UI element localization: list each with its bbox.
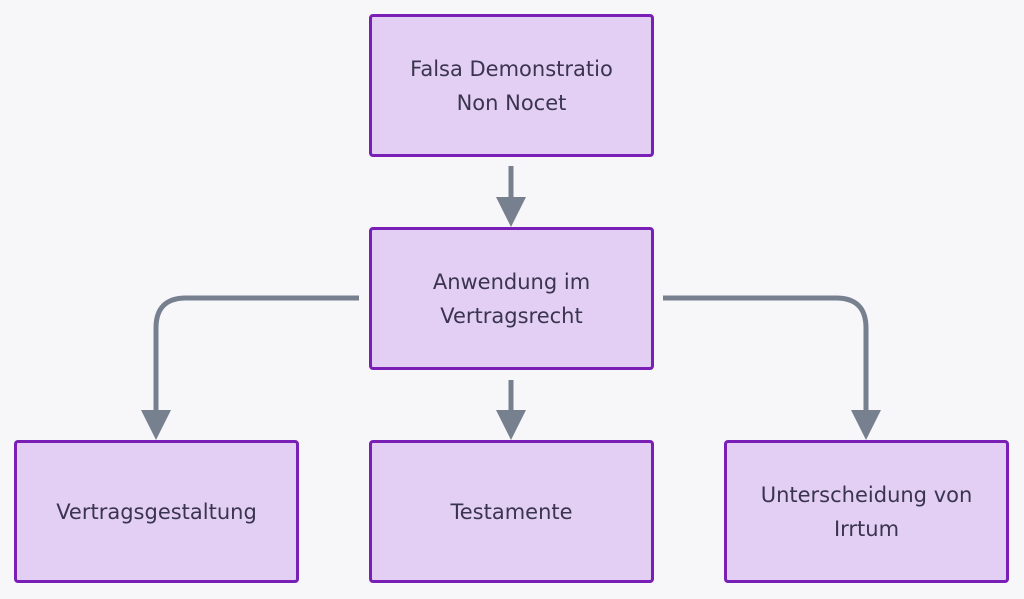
node-label-line: Irrtum: [833, 516, 900, 541]
node-testamente: Testamente: [369, 440, 654, 583]
node-label-line: Non Nocet: [456, 90, 567, 115]
node-label-line: Falsa Demonstratio: [410, 56, 613, 81]
node-label-line: Vertragsrecht: [440, 303, 583, 328]
arrow-application-to-contract_drafting: [141, 295, 359, 440]
node-anwendung-im-vertragsrecht: Anwendung im Vertragsrecht: [369, 227, 654, 370]
node-label-line: Unterscheidung von: [760, 482, 973, 507]
node-label-line: Testamente: [450, 499, 573, 524]
node-label-line: Vertragsgestaltung: [56, 499, 257, 524]
node-label-line: Anwendung im: [432, 269, 591, 294]
node-vertragsgestaltung: Vertragsgestaltung: [14, 440, 299, 583]
node-falsa-demonstratio: Falsa Demonstratio Non Nocet: [369, 14, 654, 157]
arrow-application-to-mistake: [663, 295, 881, 440]
node-unterscheidung-von-irrtum: Unterscheidung von Irrtum: [724, 440, 1009, 583]
